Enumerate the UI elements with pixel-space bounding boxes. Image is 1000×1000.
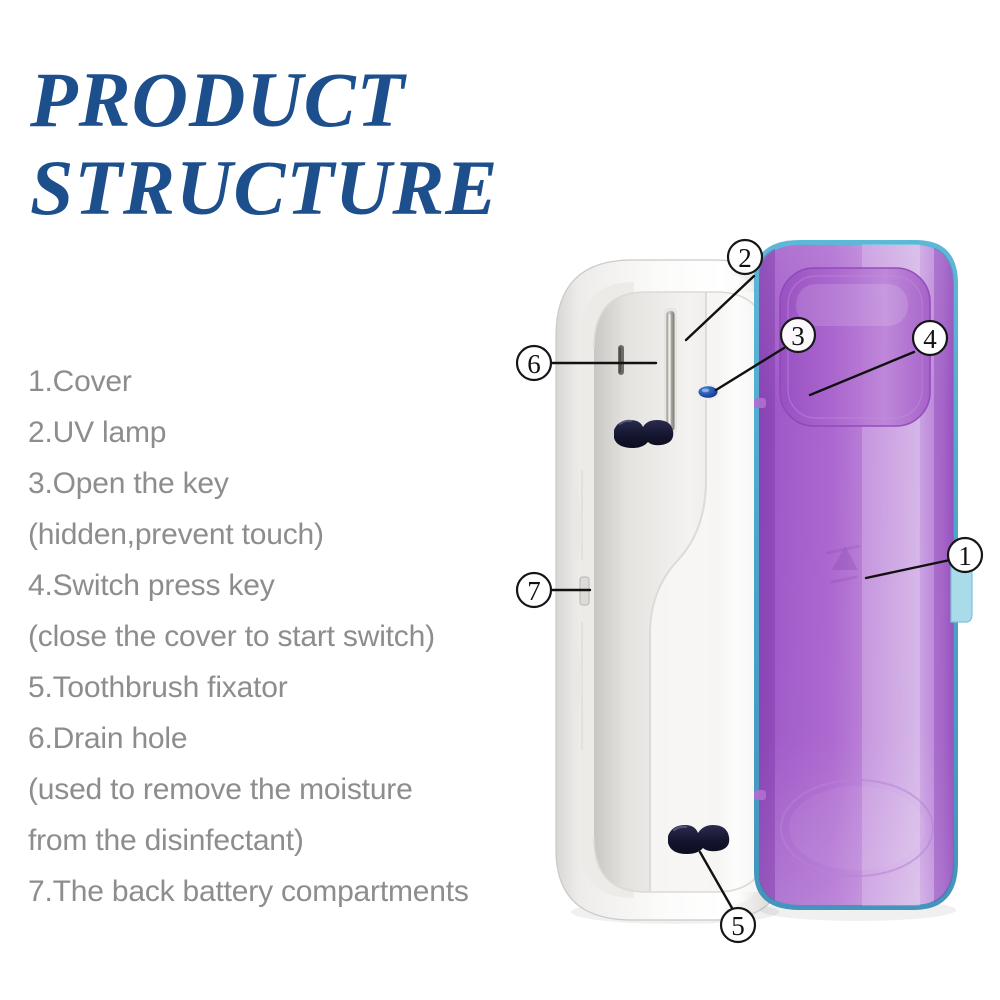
legend-item-7: 7.The back battery compartments: [28, 875, 469, 908]
leader-line-2: [684, 274, 756, 342]
battery-door-shade-upper: [572, 472, 582, 568]
legend-item-2: 2.UV lamp: [28, 416, 167, 449]
callout-marker-7[interactable]: 7: [515, 571, 553, 609]
legend-item-6-note-a: (used to remove the moisture: [28, 773, 413, 806]
leader-line-4: [808, 350, 916, 397]
callout-marker-5[interactable]: 5: [719, 906, 757, 944]
parts-legend-list: 1.Cover 2.UV lamp 3.Open the key (hidden…: [28, 356, 528, 917]
callout-label-3: 3: [791, 321, 805, 351]
battery-door-shade-lower: [572, 630, 582, 720]
fixator-clip-lower: [668, 825, 730, 854]
leader-line-3: [714, 346, 786, 392]
purple-hinge-nub-upper: [754, 398, 766, 408]
purple-hinge-nub-lower: [754, 790, 766, 800]
callout-leaders: [548, 274, 952, 910]
callout-label-4: 4: [923, 324, 937, 354]
drain-hole-slot-inner: [619, 347, 622, 373]
callout-marker-4[interactable]: 4: [911, 319, 949, 357]
page-title-line-2: STRUCTURE: [30, 144, 499, 231]
fixator-clip-upper-highlight: [619, 419, 632, 425]
purple-cover-bottom-oval-fill: [789, 786, 925, 870]
callout-marker-6[interactable]: 6: [515, 344, 553, 382]
callout-label-7: 7: [527, 576, 541, 606]
callout-label-2: 2: [738, 243, 752, 273]
toothbrush-fixator-upper: [614, 419, 674, 448]
open-key-button[interactable]: [696, 384, 720, 400]
callout-markers: 1 2 3 4 5: [515, 238, 984, 944]
legend-item-4: 4.Switch press key: [28, 569, 275, 602]
battery-compartment-seam: [572, 470, 590, 750]
purple-cover-bottom-oval: [780, 779, 934, 877]
legend-item-5: 5.Toothbrush fixator: [28, 671, 288, 704]
switch-press-key-gloss: [796, 284, 908, 326]
brand-logo-triangle: [832, 546, 858, 570]
open-key-gloss: [701, 388, 710, 393]
brand-logo-bar-top: [826, 544, 860, 555]
product-illustration: 1 2 3 4 5: [510, 230, 1000, 950]
white-case-gloss-highlight: [718, 272, 758, 908]
legend-item-3: 3.Open the key: [28, 467, 229, 500]
open-key-cap: [698, 386, 718, 398]
purple-cover-group: [754, 240, 973, 921]
callout-marker-1[interactable]: 1: [946, 536, 984, 574]
uv-lamp-tube-highlight: [668, 314, 671, 428]
page-title: PRODUCT STRUCTURE: [30, 56, 650, 232]
page-title-line-1: PRODUCT: [30, 56, 406, 143]
callout-label-5: 5: [731, 911, 745, 941]
legend-item-3-note: (hidden,prevent touch): [28, 518, 324, 551]
fixator-clip-upper: [614, 420, 674, 448]
white-case-channel-edge: [649, 292, 707, 892]
legend-item-4-note: (close the cover to start switch): [28, 620, 435, 653]
toothbrush-fixator-lower: [668, 825, 730, 854]
white-case-group: [555, 259, 789, 924]
fixator-clip-lower-highlight: [673, 825, 687, 831]
callout-label-1: 1: [958, 541, 972, 571]
legend-item-1: 1.Cover: [28, 365, 132, 398]
legend-item-6: 6.Drain hole: [28, 722, 188, 755]
drain-hole: [618, 345, 624, 375]
switch-press-key[interactable]: [779, 267, 931, 427]
purple-cover-right-edge: [934, 244, 954, 906]
callout-label-6: 6: [527, 349, 541, 379]
leader-line-5: [698, 850, 734, 910]
brand-logo-bar-bottom: [830, 575, 858, 584]
brand-logo-emboss: [826, 544, 860, 584]
callout-marker-2[interactable]: 2: [726, 238, 764, 276]
leader-line-1: [864, 558, 952, 580]
uv-lamp: [664, 308, 677, 434]
callout-marker-3[interactable]: 3: [779, 316, 817, 354]
purple-cover-left-edge: [759, 244, 775, 906]
legend-item-6-note-b: from the disinfectant): [28, 824, 304, 857]
